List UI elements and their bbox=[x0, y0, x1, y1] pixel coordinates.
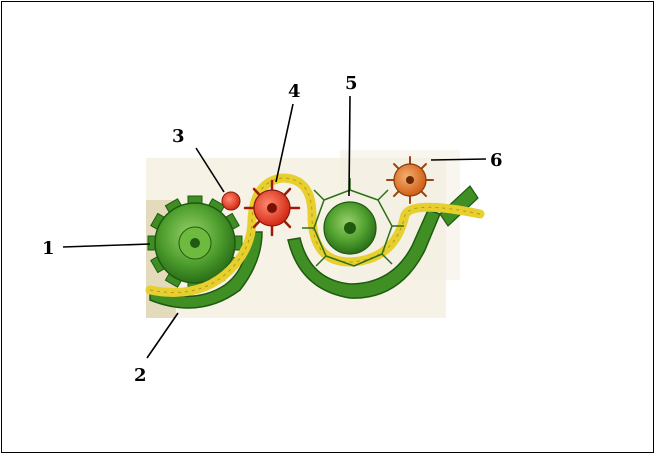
label-4: 4 bbox=[288, 81, 301, 102]
gear-4-red-spiked bbox=[245, 181, 299, 235]
leader-line-1 bbox=[63, 244, 150, 247]
label-2: 2 bbox=[134, 365, 147, 386]
label-1: 1 bbox=[42, 238, 55, 259]
leader-line-2 bbox=[147, 313, 178, 358]
label-6: 6 bbox=[490, 150, 503, 171]
roller-3-small-red bbox=[222, 192, 240, 210]
leader-line-6 bbox=[431, 159, 486, 160]
gear-6-orange-spiked bbox=[387, 157, 433, 203]
label-5: 5 bbox=[345, 73, 358, 94]
leader-line-5 bbox=[349, 96, 350, 196]
label-3: 3 bbox=[172, 126, 185, 147]
